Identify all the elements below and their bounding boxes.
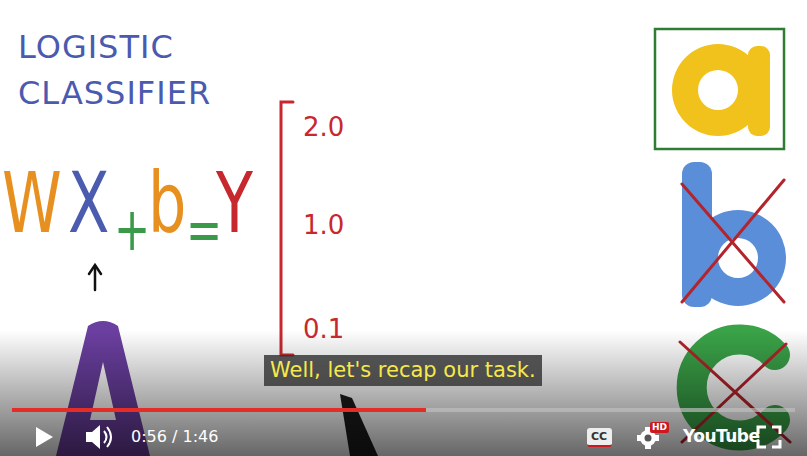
play-icon bbox=[36, 427, 53, 447]
volume-icon bbox=[86, 425, 111, 449]
equation-input: X bbox=[68, 161, 109, 245]
progress-played bbox=[12, 408, 426, 412]
subtitle-box: Well, let's recap our task. bbox=[264, 355, 542, 386]
selected-frame bbox=[655, 29, 784, 149]
progress-track bbox=[12, 408, 795, 412]
equation-plus: + bbox=[114, 199, 150, 259]
fullscreen-icon bbox=[758, 427, 780, 447]
equation-output: Y bbox=[216, 161, 253, 245]
score-value: 2.0 bbox=[303, 114, 344, 140]
cc-button: CC bbox=[587, 428, 612, 447]
equation-bias: b bbox=[148, 161, 186, 245]
video-time: 0:56 / 1:46 bbox=[131, 429, 218, 445]
subtitle-box-text: Well, let's recap our task. bbox=[270, 358, 536, 383]
output-bracket bbox=[281, 102, 293, 355]
score-value: 0.1 bbox=[303, 316, 344, 342]
cc-button-text: CC bbox=[591, 430, 608, 443]
hd-badge: HD bbox=[650, 422, 669, 433]
whiteboard-title: LOGISTIC CLASSIFIER bbox=[18, 24, 211, 116]
pointer-arrow bbox=[89, 265, 101, 290]
score-value: 1.0 bbox=[303, 212, 344, 238]
equation-weight: W bbox=[2, 161, 62, 245]
player-shade bbox=[0, 330, 807, 456]
youtube-logo: YouTube bbox=[683, 428, 760, 445]
letter-a-stem bbox=[748, 46, 770, 136]
letter-b-magnet-blue bbox=[690, 210, 786, 306]
